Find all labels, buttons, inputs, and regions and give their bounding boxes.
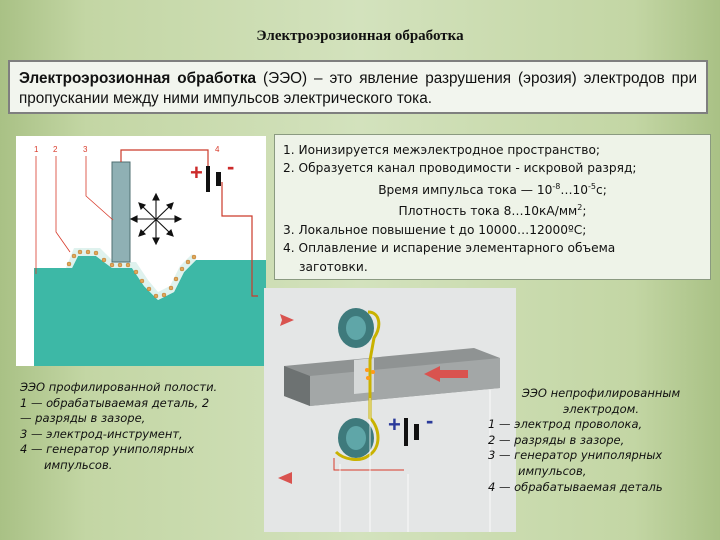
definition-text: (ЭЭО) – это явление разрушения (эрозия) …: [19, 70, 697, 107]
label-3: 3: [83, 145, 88, 154]
process-steps-box: 1. Ионизируется межэлектродное пространс…: [274, 134, 711, 280]
feed-direction-arrow: [424, 366, 440, 382]
discharge-sparks: [66, 249, 197, 299]
workpiece-block-side: [284, 366, 310, 406]
step-4-continued: заготовки.: [299, 259, 368, 274]
electrode-tool: [111, 161, 131, 263]
motion-axes-icon: [129, 192, 183, 246]
slide-title: Электроэрозионная обработка: [256, 28, 464, 44]
wire-rollers: [338, 308, 374, 458]
profiled-cavity-diagram: + - 1 2 3 4: [16, 136, 266, 366]
step-4: 4. Оплавление и испарение элементарного …: [283, 241, 616, 256]
label-4: 4: [215, 145, 220, 154]
pulse-time: Время импульса тока — 10-8…10-5с;: [378, 181, 607, 197]
wire-to-workpiece: [221, 182, 258, 297]
caption-profiled-cavity: ЭЭО профилированной полости. 1 — обрабат…: [20, 380, 218, 472]
leader-lines-2: [339, 390, 491, 532]
part-labels: 1 2 3 4: [34, 145, 220, 154]
battery-plate-short: [216, 172, 221, 186]
wire-edm-svg: + -: [278, 308, 500, 532]
step-2: 2. Образуется канал проводимости - искро…: [283, 161, 637, 176]
wire-to-generator: [120, 149, 209, 166]
workpiece: [34, 256, 266, 366]
definition-term: Электроэрозионная обработка: [19, 70, 257, 87]
definition-box: Электроэрозионная обработка (ЭЭО) – это …: [8, 60, 708, 114]
label-2: 2: [53, 145, 58, 154]
wire-in-arrow: [280, 314, 294, 326]
generator-minus-2: -: [426, 408, 433, 433]
label-1: 1: [34, 145, 39, 154]
feed-direction-shaft: [440, 370, 468, 378]
generator-wire: [333, 458, 404, 471]
caption-wire-edm: ЭЭО непрофилированным электродом. 1 — эл…: [488, 386, 681, 494]
battery-plate-long-2: [404, 418, 408, 446]
discharge-sparks-2: [365, 368, 375, 380]
step-1: 1. Ионизируется межэлектродное пространс…: [283, 143, 601, 157]
wire-out-arrow: [278, 472, 292, 484]
battery-plate-long: [206, 166, 210, 192]
wire-electrode: [334, 310, 381, 461]
generator-plus: +: [190, 160, 203, 185]
generator-minus: -: [227, 154, 234, 179]
step-3: 3. Локальное повышение t до 10000…12000º…: [283, 222, 587, 237]
leader-lines: [35, 156, 114, 274]
generator-plus-2: +: [388, 412, 401, 437]
profiled-cavity-svg: + - 1 2 3 4: [34, 145, 266, 366]
battery-plate-short-2: [414, 424, 419, 440]
wire-edm-diagram: + -: [264, 288, 516, 532]
current-density: Плотность тока 8…10кА/мм2;: [398, 203, 587, 219]
